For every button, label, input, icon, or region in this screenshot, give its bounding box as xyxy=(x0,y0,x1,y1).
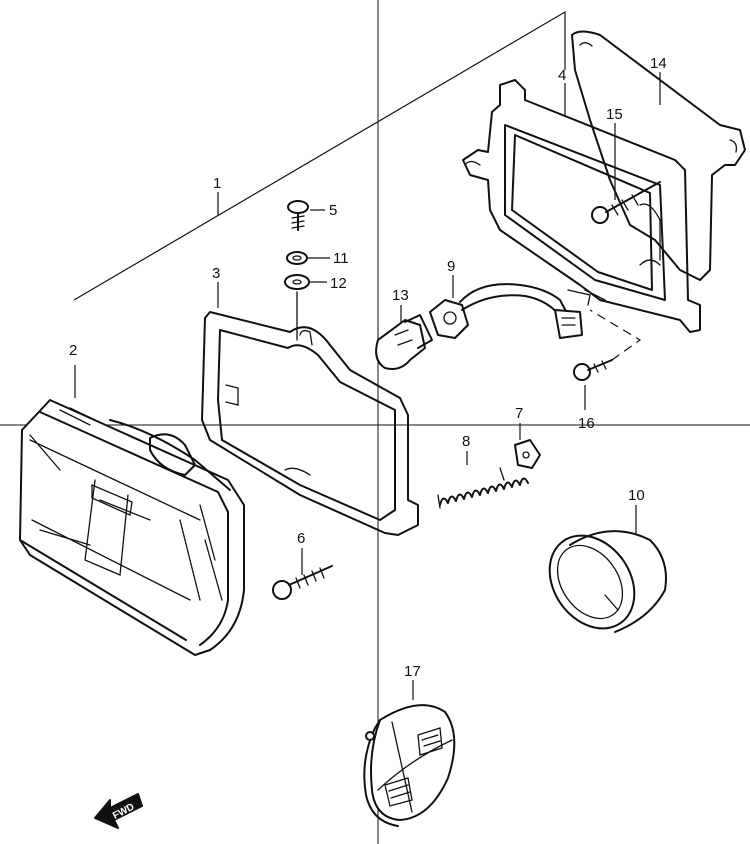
callout-5: 5 xyxy=(329,202,337,219)
callout-9: 9 xyxy=(447,258,455,275)
headlight-lens-pattern xyxy=(29,434,201,601)
screw-16-install-path xyxy=(589,309,642,361)
lock-washer xyxy=(286,251,308,265)
callout-3: 3 xyxy=(212,265,220,282)
clip-nut xyxy=(514,439,541,469)
callout-12: 12 xyxy=(330,275,347,292)
bulb-socket-harness xyxy=(429,283,591,339)
headlight-rim xyxy=(201,311,419,536)
headlight-case xyxy=(462,79,701,333)
headlight-bulb xyxy=(375,314,433,370)
rubber-boot xyxy=(548,530,667,633)
position-lamp xyxy=(363,704,456,827)
callout-16: 16 xyxy=(578,415,595,432)
screw-5 xyxy=(287,200,309,231)
callout-7: 7 xyxy=(515,405,523,422)
callout-8: 8 xyxy=(462,433,470,450)
callout-1: 1 xyxy=(213,175,221,192)
callout-2: 2 xyxy=(69,342,77,359)
assembly-bracket-1 xyxy=(73,10,566,301)
callout-10: 10 xyxy=(628,487,645,504)
callout-4: 4 xyxy=(558,67,566,84)
headlight-unit xyxy=(19,399,245,656)
cover-plate xyxy=(571,30,746,281)
lamp-lens-pattern xyxy=(384,727,443,807)
flat-washer xyxy=(284,274,310,290)
screw-15 xyxy=(591,181,661,224)
adjuster-spring xyxy=(437,467,529,509)
callout-15: 15 xyxy=(606,106,623,123)
callout-17: 17 xyxy=(404,663,421,680)
adjusting-screw xyxy=(272,565,333,600)
callout-13: 13 xyxy=(392,287,409,304)
callout-6: 6 xyxy=(297,530,305,547)
screw-16 xyxy=(573,359,613,381)
callout-11: 11 xyxy=(333,250,349,267)
callout-14: 14 xyxy=(650,55,667,72)
fwd-arrow-icon: FWD xyxy=(94,793,143,829)
